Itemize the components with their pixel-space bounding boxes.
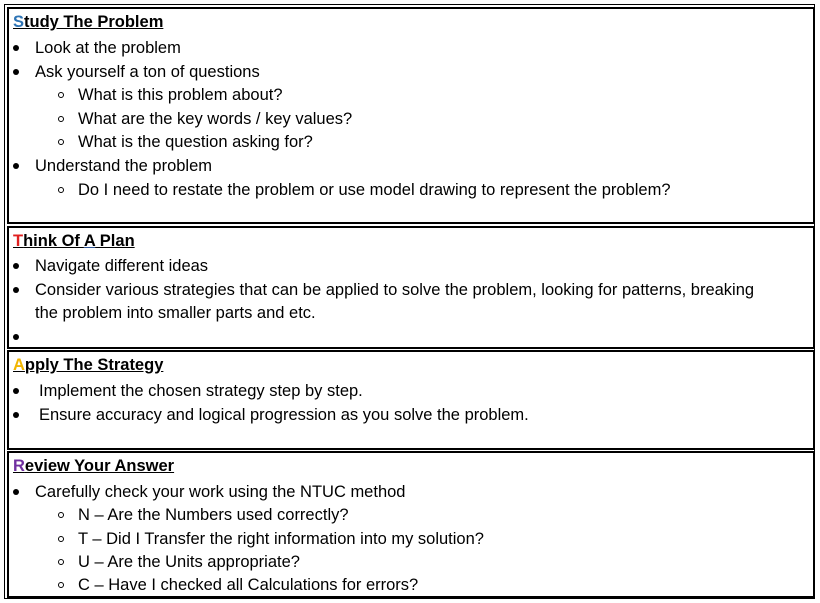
list-item: Carefully check your work using the NTUC… xyxy=(35,483,406,501)
list-item-continuation: the problem into smaller parts and etc. xyxy=(35,304,316,322)
title-initial: T xyxy=(13,232,24,250)
bullet-icon xyxy=(13,412,19,418)
list-item: Consider various strategies that can be … xyxy=(35,281,755,299)
title-rest: pply The Strategy xyxy=(24,356,164,374)
section-title: Think Of A Plan xyxy=(13,230,135,252)
bullet-icon xyxy=(13,163,19,169)
list-item: Implement the chosen strategy step by st… xyxy=(39,382,363,400)
sub-list-item: C – Have I checked all Calculations for … xyxy=(78,576,419,594)
list-item: Understand the problem xyxy=(35,157,213,175)
list-item: Navigate different ideas xyxy=(35,257,209,275)
sub-list-item: U – Are the Units appropriate? xyxy=(78,553,300,571)
sub-list-item: Do I need to restate the problem or use … xyxy=(78,181,671,199)
bullet-icon xyxy=(13,287,19,293)
bullet-icon xyxy=(13,489,19,495)
sub-bullet-icon xyxy=(58,139,64,145)
title-initial: R xyxy=(13,457,25,475)
title-initial: A xyxy=(13,356,25,374)
section-review-your-answer: Review Your Answer Carefully check your … xyxy=(7,451,815,598)
bullet-icon xyxy=(13,263,19,269)
title-initial: S xyxy=(13,13,25,31)
sub-list-item: What is this problem about? xyxy=(78,86,283,104)
sub-bullet-icon xyxy=(58,559,64,565)
section-study-the-problem: Study The Problem Look at the problem As… xyxy=(7,7,815,224)
sub-bullet-icon xyxy=(58,116,64,122)
title-rest: hink Of xyxy=(23,232,84,250)
bullet-icon xyxy=(13,334,19,340)
bullet-icon xyxy=(13,388,19,394)
title-rest: A xyxy=(83,232,96,250)
sub-list-item: T – Did I Transfer the right information… xyxy=(78,530,484,548)
section-title: Study The Problem xyxy=(13,11,163,33)
sub-bullet-icon xyxy=(58,582,64,588)
list-item: Look at the problem xyxy=(35,39,181,57)
sub-bullet-icon xyxy=(58,187,64,193)
section-think-of-a-plan: Think Of A Plan Navigate different ideas… xyxy=(7,226,815,349)
sub-bullet-icon xyxy=(58,512,64,518)
list-item: Ensure accuracy and logical progression … xyxy=(39,406,529,424)
title-rest: tudy The Problem xyxy=(24,13,164,31)
bullet-icon xyxy=(13,45,19,51)
section-apply-the-strategy: Apply The Strategy Implement the chosen … xyxy=(7,350,815,450)
bullet-icon xyxy=(13,69,19,75)
section-title: Apply The Strategy xyxy=(13,354,163,376)
sub-list-item: N – Are the Numbers used correctly? xyxy=(78,506,349,524)
title-rest: Plan xyxy=(95,232,135,250)
title-rest: eview Your Answer xyxy=(24,457,175,475)
sub-list-item: What is the question asking for? xyxy=(78,133,313,151)
sub-bullet-icon xyxy=(58,92,64,98)
sub-list-item: What are the key words / key values? xyxy=(78,110,353,128)
section-title: Review Your Answer xyxy=(13,455,174,477)
sub-bullet-icon xyxy=(58,536,64,542)
list-item: Ask yourself a ton of questions xyxy=(35,63,260,81)
